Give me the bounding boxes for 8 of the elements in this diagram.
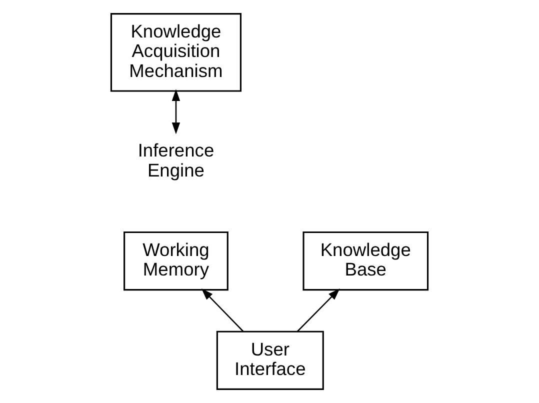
node-box: User Interface bbox=[216, 330, 324, 390]
node-text: Inference Engine bbox=[138, 140, 214, 180]
node-box: Working Memory bbox=[124, 231, 228, 291]
node-box: Knowledge Acquisition Mechanism bbox=[110, 13, 242, 92]
arrow bbox=[296, 288, 340, 332]
node-box: Knowledge Base bbox=[302, 231, 429, 291]
arrow bbox=[201, 288, 244, 332]
arrow bbox=[172, 89, 180, 134]
